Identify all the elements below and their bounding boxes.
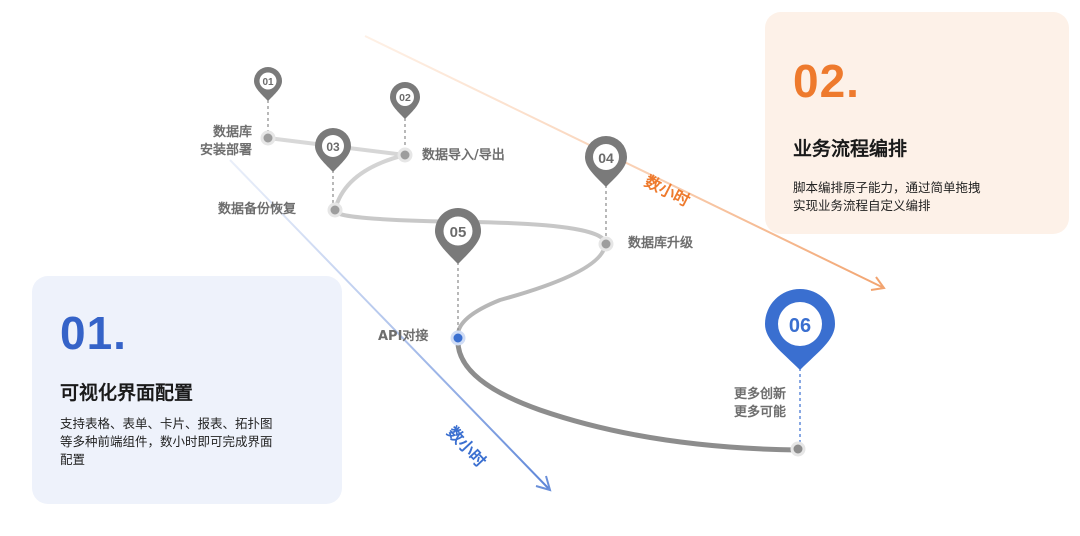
pin-02: 02 <box>390 82 420 119</box>
pin-06: 06 <box>765 289 835 370</box>
pin-05: 05 <box>435 208 481 264</box>
pin-label: 02 <box>399 92 411 104</box>
pin-stems <box>267 100 607 332</box>
pin-01: 01 <box>254 67 282 101</box>
card-description: 支持表格、表单、卡片、报表、拓扑图 等多种前端组件，数小时即可完成界面 配置 <box>60 415 312 469</box>
step-label-db-install: 数据库 安装部署 <box>199 125 252 158</box>
step-label-api: API对接 <box>378 329 429 344</box>
pin-label: 05 <box>450 224 467 241</box>
pin-label: 06 <box>789 315 811 337</box>
card-title: 业务流程编排 <box>793 138 908 160</box>
card-description: 脚本编排原子能力，通过简单拖拽 实现业务流程自定义编排 <box>793 179 1045 215</box>
pin-04: 04 <box>585 136 627 187</box>
step-label-import-export: 数据导入/导出 <box>422 148 505 163</box>
desc-line: 支持表格、表单、卡片、报表、拓扑图 <box>60 416 273 431</box>
card-title: 可视化界面配置 <box>60 382 194 404</box>
step-label-upgrade: 数据库升级 <box>628 236 694 251</box>
feature-card-visual-config: 01. 可视化界面配置 支持表格、表单、卡片、报表、拓扑图 等多种前端组件，数小… <box>32 276 342 504</box>
desc-line: 实现业务流程自定义编排 <box>793 198 931 213</box>
desc-line: 配置 <box>60 452 86 467</box>
desc-line: 脚本编排原子能力，通过简单拖拽 <box>793 180 981 195</box>
step-label-more: 更多创新 更多可能 <box>733 387 786 420</box>
pin-label: 01 <box>262 77 274 88</box>
card-number: 01. <box>60 307 127 359</box>
pin-label: 03 <box>326 140 340 154</box>
desc-line: 等多种前端组件，数小时即可完成界面 <box>60 434 273 449</box>
pin-03: 03 <box>315 128 351 172</box>
step-label-backup: 数据备份恢复 <box>218 202 297 217</box>
pin-label: 04 <box>598 150 614 166</box>
path-nodes <box>260 130 806 457</box>
blue-time-arrow <box>229 159 552 492</box>
feature-card-workflow: 02. 业务流程编排 脚本编排原子能力，通过简单拖拽 实现业务流程自定义编排 <box>765 12 1069 234</box>
card-number: 02. <box>793 55 860 107</box>
